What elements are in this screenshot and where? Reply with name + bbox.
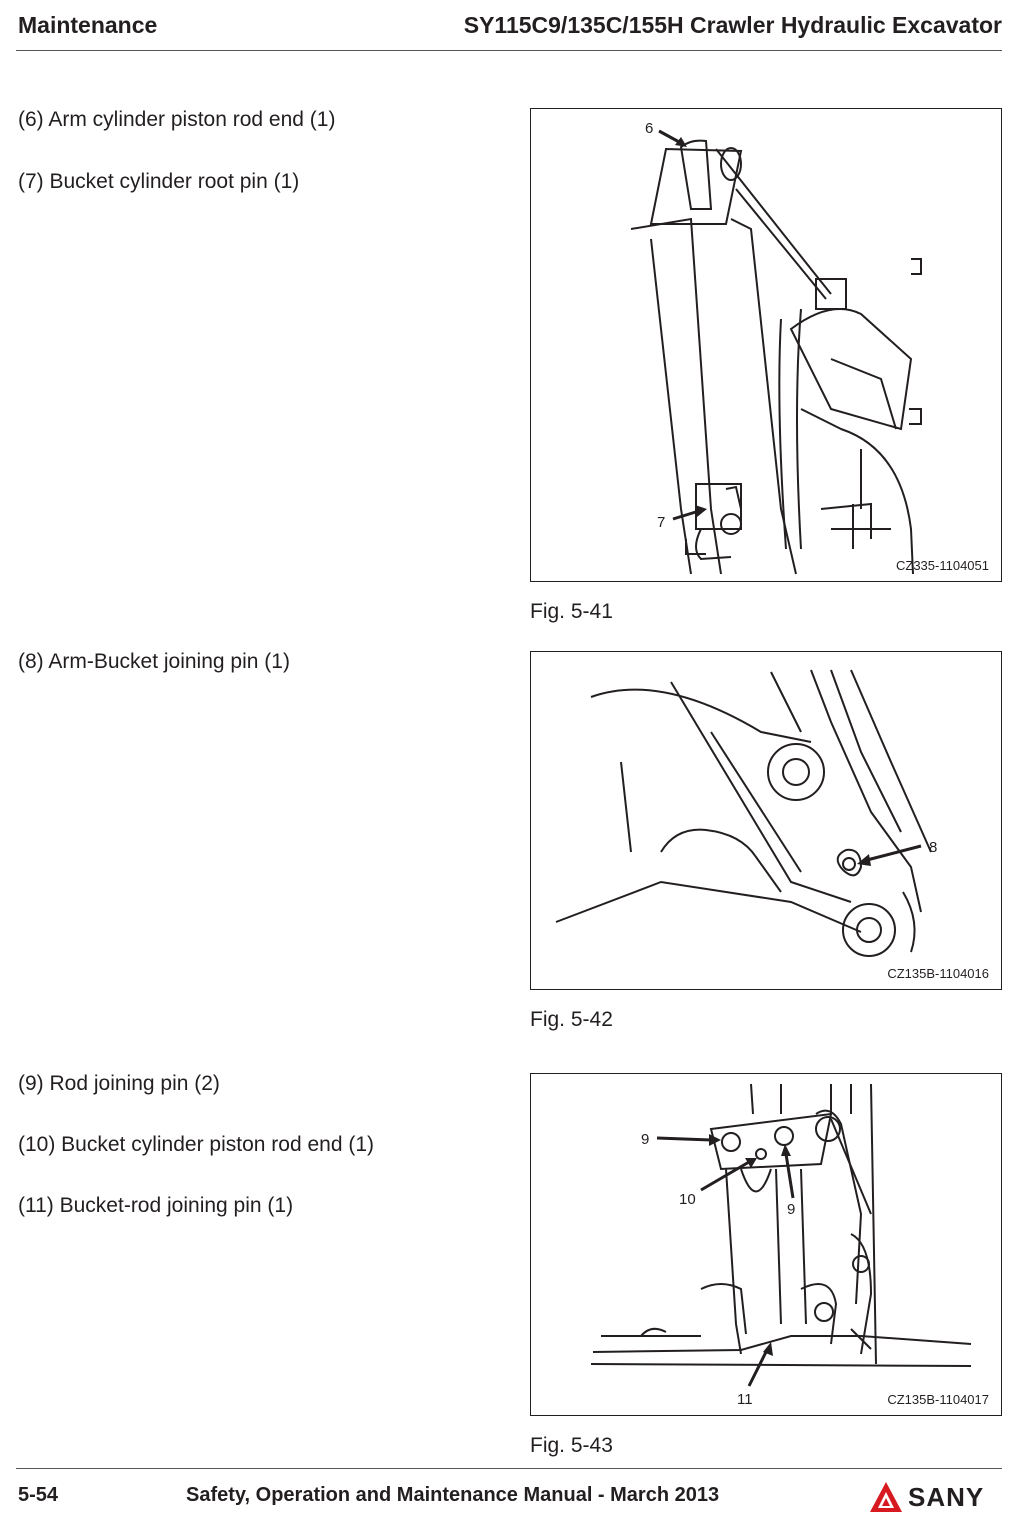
arrowhead-8 xyxy=(857,854,871,866)
list-item-6: (6) Arm cylinder piston rod end (1) xyxy=(18,108,336,131)
footer-title: Safety, Operation and Maintenance Manual… xyxy=(186,1484,720,1506)
figure-5-43-drawing: 9 10 9 11 xyxy=(590,1083,972,1408)
arrowhead-11 xyxy=(763,1342,773,1356)
arrowhead-10 xyxy=(745,1158,757,1168)
figure-code: CZ335-1104051 xyxy=(896,558,989,573)
arrow-10 xyxy=(700,1160,750,1192)
footer-rule xyxy=(16,1468,1002,1469)
arrow-6 xyxy=(658,129,682,145)
arrow-9b xyxy=(784,1153,795,1199)
page-number: 5-54 xyxy=(18,1484,59,1506)
figure-5-42-drawing: 8 xyxy=(555,669,937,957)
arrow-9a xyxy=(656,1136,712,1142)
figure-caption: Fig. 5-43 xyxy=(530,1434,613,1457)
callout-9a: 9 xyxy=(641,1131,649,1148)
list-item-10: (10) Bucket cylinder piston rod end (1) xyxy=(18,1133,375,1156)
callout-11: 11 xyxy=(737,1391,753,1408)
figure-5-43: 9 10 9 11 CZ135B-1104017 xyxy=(530,1073,1002,1416)
figure-code: CZ135B-1104016 xyxy=(887,966,989,981)
figure-5-41-drawing: 6 7 xyxy=(630,120,922,575)
arrowhead-7 xyxy=(695,505,707,517)
figure-5-42: 8 CZ135B-1104016 xyxy=(530,651,1002,990)
callout-7: 7 xyxy=(657,514,665,531)
callout-8: 8 xyxy=(929,839,937,856)
list-item-8: (8) Arm-Bucket joining pin (1) xyxy=(18,650,290,673)
list-item-9: (9) Rod joining pin (2) xyxy=(18,1072,220,1095)
header-rule xyxy=(16,50,1002,51)
page-header-model: SY115C9/135C/155H Crawler Hydraulic Exca… xyxy=(463,12,1002,38)
callout-9b: 9 xyxy=(787,1201,795,1218)
arrowhead-9a xyxy=(709,1134,721,1146)
figure-caption: Fig. 5-42 xyxy=(530,1008,613,1031)
figure-code: CZ135B-1104017 xyxy=(887,1392,989,1407)
list-item-7: (7) Bucket cylinder root pin (1) xyxy=(18,170,300,193)
arrowhead-9b xyxy=(781,1144,791,1156)
logo-text: SANY xyxy=(908,1482,985,1512)
callout-10: 10 xyxy=(679,1191,696,1208)
sany-logo-icon xyxy=(870,1482,902,1512)
arrow-8 xyxy=(866,844,922,862)
callout-6: 6 xyxy=(645,120,653,137)
arrow-7 xyxy=(672,509,700,521)
arrowhead-6 xyxy=(675,137,687,147)
arrow-11 xyxy=(747,1349,769,1387)
list-item-11: (11) Bucket-rod joining pin (1) xyxy=(18,1194,294,1217)
figure-5-41: 6 7 CZ335-1104051 xyxy=(530,108,1002,582)
figure-caption: Fig. 5-41 xyxy=(530,600,613,623)
page-header-section: Maintenance xyxy=(18,12,158,38)
sany-logo: SANY xyxy=(866,1478,1002,1518)
